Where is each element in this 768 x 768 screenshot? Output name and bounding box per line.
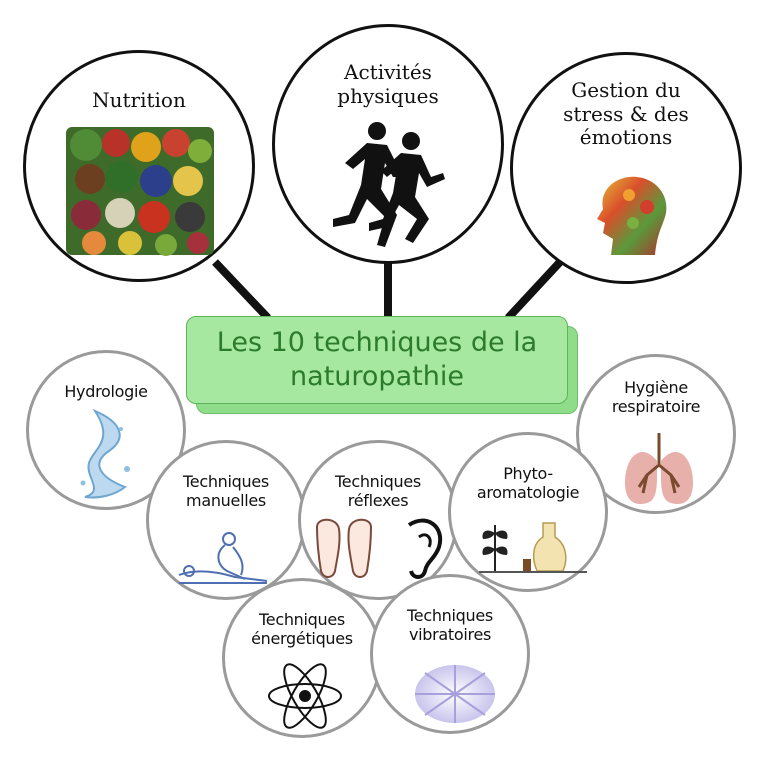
nutrition-circle: Nutrition (23, 50, 255, 282)
hydrologie-circle: Hydrologie (26, 350, 186, 510)
vibration-swirl-icon (415, 665, 495, 723)
lungs-icon (625, 433, 693, 505)
techniques-vibratoires-circle: Techniques vibratoires (370, 574, 530, 734)
techniques-vibratoires-label: Techniques vibratoires (407, 606, 493, 644)
plant-oil-icon (479, 522, 587, 573)
techniques-energetiques-circle: Techniques énergétiques (222, 578, 382, 738)
water-splash-image (80, 408, 130, 499)
diagram-title: Les 10 techniques de la naturopathie (216, 327, 538, 392)
atom-icon (268, 663, 342, 729)
connector-nutrition (212, 259, 271, 321)
gestion-stress-label: Gestion du stress & des émotions (563, 78, 689, 150)
techniques-manuelles-label: Techniques manuelles (183, 472, 269, 510)
techniques-reflexes-circle: Techniques réflexes (298, 440, 458, 600)
techniques-manuelles-circle: Techniques manuelles (146, 440, 306, 600)
techniques-reflexes-label: Techniques réflexes (335, 472, 421, 510)
fruits-vegetables-image (66, 127, 214, 256)
techniques-energetiques-label: Techniques énergétiques (251, 610, 353, 648)
massage-icon (178, 532, 268, 584)
feet-ear-icon (315, 518, 443, 579)
colorful-head-image (597, 176, 667, 255)
runners-silhouette (333, 122, 445, 247)
connector-gestion (505, 259, 563, 321)
phyto-aromatologie-circle: Phyto- aromatologie (448, 432, 608, 592)
hydrologie-label: Hydrologie (64, 382, 148, 401)
title-box: Les 10 techniques de la naturopathie (186, 316, 568, 404)
hygiene-respiratoire-label: Hygiène respiratoire (611, 378, 701, 416)
activites-physiques-label: Activités physiques (337, 60, 439, 108)
activites-physiques-circle: Activités physiques (272, 24, 504, 264)
gestion-stress-circle: Gestion du stress & des émotions (510, 52, 742, 284)
phyto-aromatologie-label: Phyto- aromatologie (476, 464, 580, 502)
nutrition-label: Nutrition (92, 88, 186, 112)
